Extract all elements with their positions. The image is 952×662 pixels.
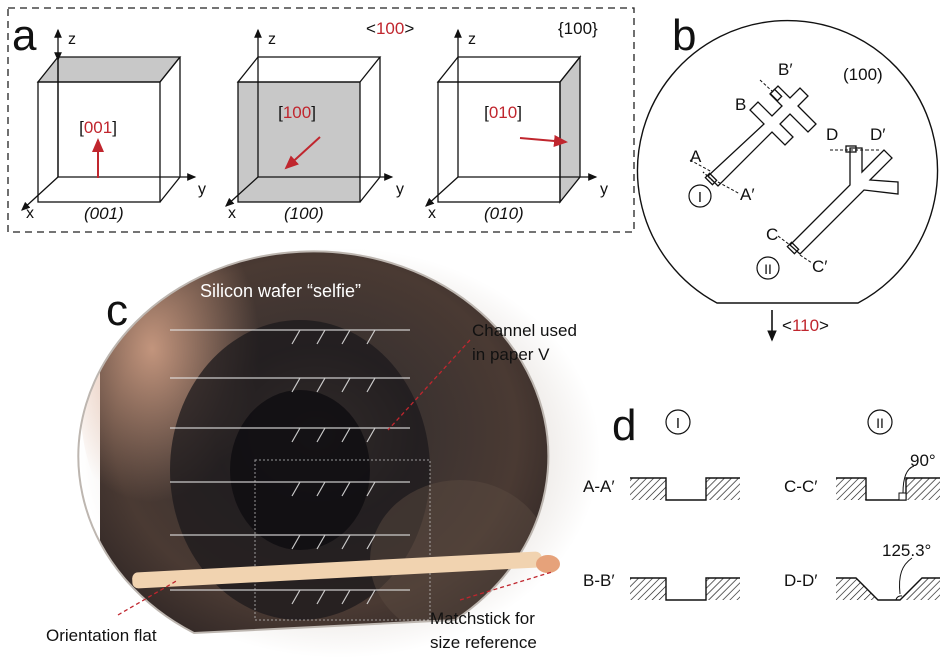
etched-channels [170, 329, 410, 605]
col-i-label: I [676, 415, 680, 432]
flat-callout: Orientation flat [46, 626, 157, 645]
z-axis-label: z [268, 31, 276, 48]
plane-label: (001) [84, 204, 124, 223]
y-axis-label: y [198, 181, 206, 198]
panel-b-letter: b [672, 11, 696, 60]
panel-d-letter: d [612, 401, 636, 450]
wafer-edge [77, 250, 550, 635]
panel-a: a <100> {100} z y x [001] (001) [7, 7, 635, 233]
panel-a-letter: a [12, 11, 37, 60]
direction-arrow [519, 134, 568, 147]
label-c: C [766, 225, 778, 244]
wafer-plane-label: (100) [843, 65, 883, 84]
panel-d: d I II A-A′ B-B′ C-C′ D-D′ 90° [583, 401, 940, 601]
direction-label: [010] [484, 103, 522, 122]
channel-ii-badge-label: II [764, 261, 772, 277]
channel-ii [786, 145, 899, 255]
flat-callout-line [117, 579, 179, 616]
section-d-label: D-D′ [784, 571, 817, 590]
panel-c: c Silicon wafer “selfie” Channel used in… [46, 248, 600, 658]
col-ii-label: II [876, 415, 884, 431]
x-axis [225, 176, 259, 207]
x-axis [425, 176, 459, 207]
panel-a-dashed-border [7, 7, 635, 233]
cube-010: z y x [010] (010) [425, 28, 608, 223]
plane-label: (100) [284, 204, 324, 223]
cube-100: z y x [100] (100) [225, 28, 404, 223]
z-axis-label: z [68, 31, 76, 48]
section-a-label: A-A′ [583, 477, 615, 496]
match-callout-line1: Matchstick for [430, 609, 535, 628]
label-b-prime: B′ [778, 60, 793, 79]
channel-callout-line2: in paper V [472, 345, 550, 364]
matchstick [132, 551, 560, 589]
wafer-title: Silicon wafer “selfie” [200, 281, 361, 301]
direction-family-label: <100> [366, 19, 414, 38]
direction-label: [001] [79, 118, 117, 137]
shaded-face-front [237, 81, 361, 203]
label-d: D [826, 125, 838, 144]
wafer-outline [636, 19, 939, 304]
match-callout-line2: size reference [430, 633, 537, 652]
label-b: B [735, 95, 746, 114]
panel-c-letter: c [106, 286, 128, 335]
section-c-profile [836, 465, 940, 501]
label-d-prime: D′ [870, 125, 885, 144]
channel-callout-line1: Channel used [472, 321, 577, 340]
channel-callout-line [387, 339, 471, 431]
section-d-profile [836, 557, 940, 601]
plane-family-label: {100} [558, 19, 598, 38]
section-b-profile [630, 577, 740, 601]
match-callout-line [459, 571, 553, 601]
x-axis-label: x [428, 205, 436, 222]
z-axis-label: z [468, 31, 476, 48]
label-c-prime: C′ [812, 257, 827, 276]
flat-direction-label: <110> [782, 316, 829, 335]
col-ii-badge [867, 409, 893, 435]
section-b-label: B-B′ [583, 571, 615, 590]
label-a: A [690, 147, 702, 166]
x-axis [21, 176, 59, 211]
channel-i-badge-label: I [698, 189, 702, 206]
shaded-face-top [36, 56, 182, 83]
angle-125-label: 125.3° [882, 541, 931, 560]
panel-b: b (100) A A′ B B′ D D′ C C′ I [636, 11, 939, 342]
label-a-prime: A′ [740, 185, 755, 204]
direction-label: [100] [278, 103, 316, 122]
cube-001: z y x [001] (001) [21, 28, 206, 223]
channel-i [702, 85, 817, 187]
x-axis-label: x [228, 205, 236, 222]
y-axis-label: y [600, 181, 608, 198]
plane-label: (010) [484, 204, 524, 223]
angle-90-label: 90° [910, 451, 936, 470]
section-a-profile [630, 477, 740, 501]
col-i-badge [665, 409, 691, 435]
x-axis-label: x [26, 205, 34, 222]
channel-i-badge [688, 184, 712, 208]
channel-ii-badge [756, 256, 780, 280]
section-c-label: C-C′ [784, 477, 817, 496]
direction-arrow [284, 136, 321, 170]
y-axis-label: y [396, 181, 404, 198]
